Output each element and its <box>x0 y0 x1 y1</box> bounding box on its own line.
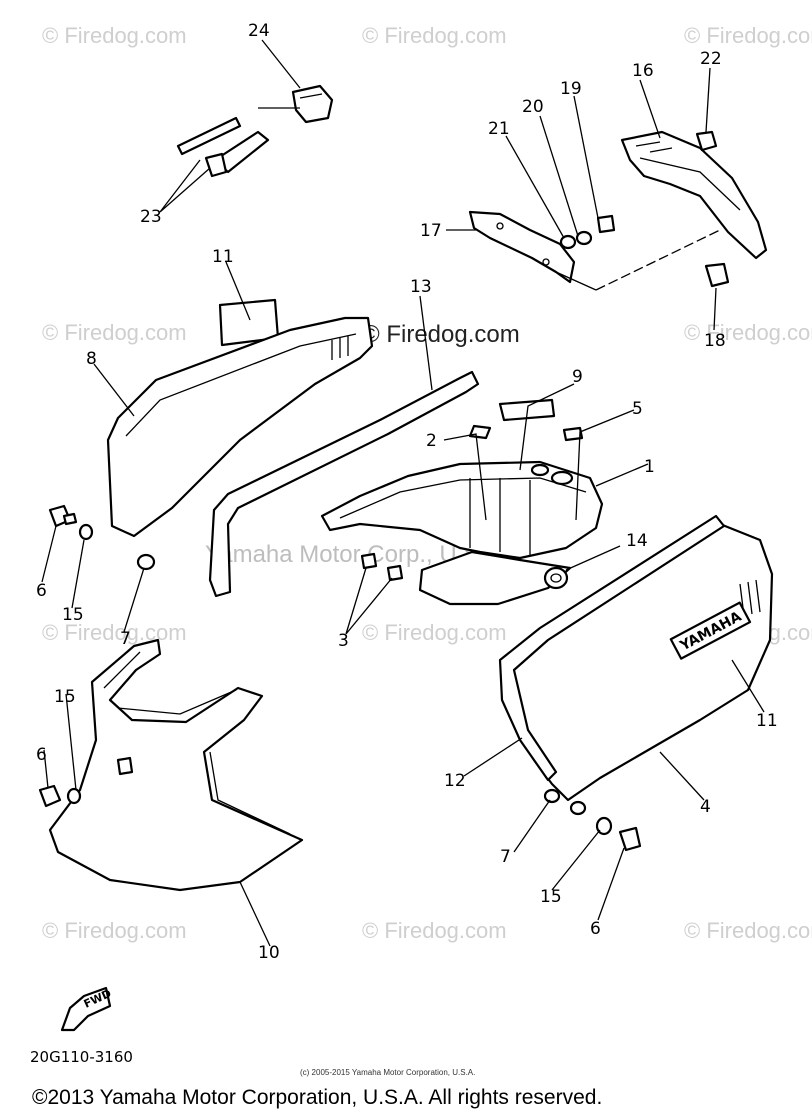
part-damper <box>543 566 569 590</box>
callout-15: 15 <box>62 605 84 625</box>
callout-24: 24 <box>248 21 270 41</box>
callout-8: 8 <box>86 349 97 369</box>
callout-7: 7 <box>500 847 511 867</box>
watermark: © Firedog.com <box>684 23 812 48</box>
callout-numbers: 24 23 16 22 19 20 21 17 18 11 8 13 9 5 2… <box>36 21 778 963</box>
footer-copyright: ©2013 Yamaha Motor Corporation, U.S.A. A… <box>32 1086 602 1109</box>
watermark: © Firedog.com <box>684 918 812 943</box>
callout-13: 13 <box>410 277 432 297</box>
callout-10: 10 <box>258 943 280 963</box>
callout-7: 7 <box>120 629 131 649</box>
part-grommets <box>360 552 404 582</box>
part-bracket-assembly <box>468 130 768 291</box>
watermark: © Firedog.com <box>684 320 812 345</box>
callout-18: 18 <box>704 331 726 351</box>
leader-lines <box>41 39 765 947</box>
callout-11: 11 <box>212 247 234 267</box>
callout-6: 6 <box>36 745 47 765</box>
part-fasteners-right <box>543 788 642 852</box>
watermark: © Firedog.com <box>362 620 507 645</box>
part-side-cover-right: YAMAHA <box>498 514 774 802</box>
watermark: © Firedog.com <box>42 620 187 645</box>
callout-23: 23 <box>140 207 162 227</box>
callout-22: 22 <box>700 49 722 69</box>
part-knob-assembly <box>176 84 334 178</box>
callout-15: 15 <box>54 687 76 707</box>
fwd-arrow: FWD <box>60 987 113 1032</box>
callout-20: 20 <box>522 97 544 117</box>
part-lower-cover <box>38 638 304 892</box>
callout-6: 6 <box>590 919 601 939</box>
callout-12: 12 <box>444 771 466 791</box>
callout-5: 5 <box>632 399 643 419</box>
callout-4: 4 <box>700 797 711 817</box>
callout-15: 15 <box>540 887 562 907</box>
callout-17: 17 <box>420 221 442 241</box>
part-side-cover-left <box>106 298 374 538</box>
watermark: © Firedog.com <box>42 320 187 345</box>
callout-16: 16 <box>632 61 654 81</box>
part-tool-tray <box>320 398 604 606</box>
callout-2: 2 <box>426 431 437 451</box>
small-copyright: (c) 2005-2015 Yamaha Motor Corporation, … <box>300 1068 475 1077</box>
callout-19: 19 <box>560 79 582 99</box>
watermark: © Firedog.com <box>42 918 187 943</box>
watermark: © Firedog.com <box>362 918 507 943</box>
callout-3: 3 <box>338 631 349 651</box>
watermark: © Firedog.com <box>362 23 507 48</box>
part-strip <box>208 370 480 598</box>
callout-6: 6 <box>36 581 47 601</box>
diagram-code: 20G110-3160 <box>30 1048 133 1066</box>
part-fasteners-left <box>48 504 156 571</box>
watermark-center: © Firedog.com <box>362 321 520 348</box>
watermark: © Firedog.com <box>42 23 187 48</box>
callout-11: 11 <box>756 711 778 731</box>
callout-9: 9 <box>572 367 583 387</box>
callout-21: 21 <box>488 119 510 139</box>
callout-1: 1 <box>644 457 655 477</box>
callout-14: 14 <box>626 531 648 551</box>
